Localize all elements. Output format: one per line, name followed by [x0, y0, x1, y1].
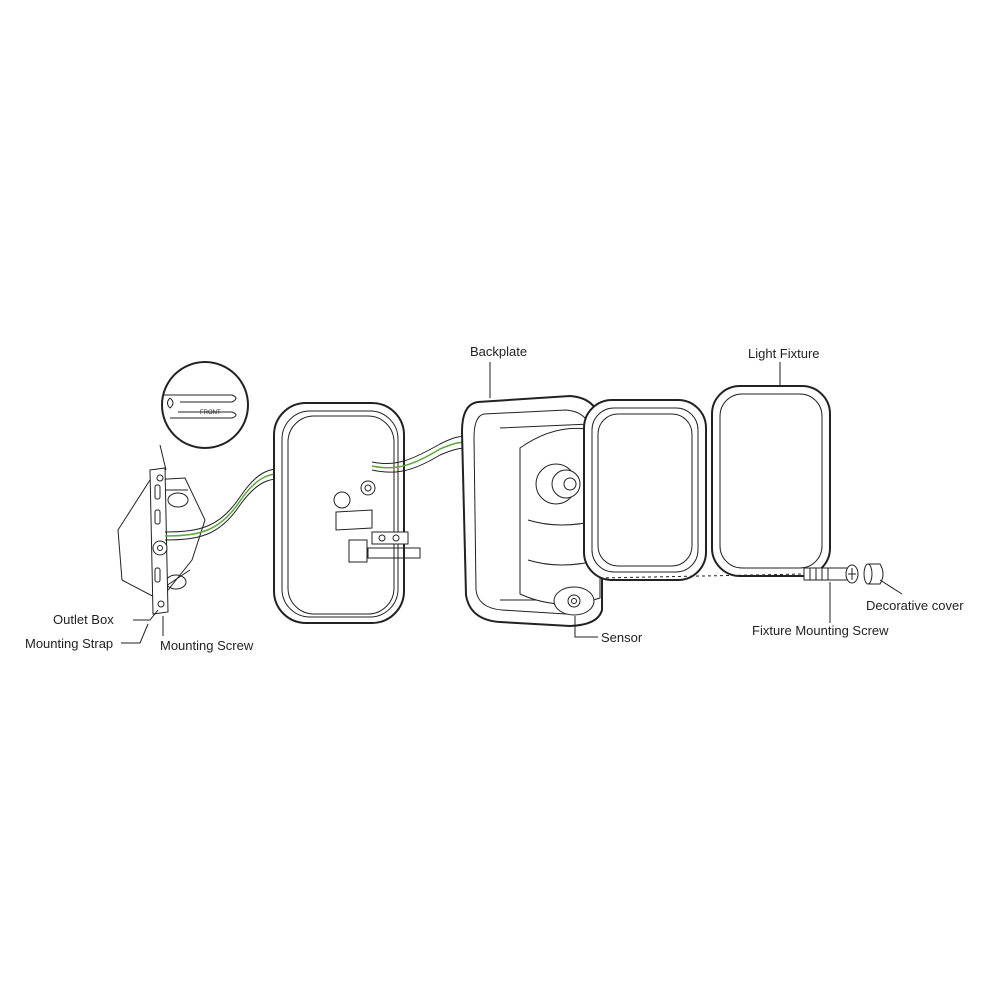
label-outlet-box: Outlet Box	[53, 612, 114, 627]
light-head-left	[583, 399, 707, 581]
label-sensor: Sensor	[601, 630, 643, 645]
label-decorative-cover: Decorative cover	[866, 598, 964, 613]
label-light-fixture: Light Fixture	[748, 346, 820, 361]
label-fixture-mounting-screw: Fixture Mounting Screw	[752, 623, 889, 638]
mounting-strap	[149, 467, 169, 615]
sensor	[553, 586, 595, 616]
fixture-mounting-screw	[803, 564, 859, 584]
leader-lines	[121, 362, 903, 644]
mounting-screw	[156, 474, 165, 608]
label-mounting-strap: Mounting Strap	[25, 636, 113, 651]
decorative-cover	[863, 563, 884, 585]
label-backplate: Backplate	[470, 344, 527, 359]
wire-connectors	[333, 435, 469, 563]
swivel-mount	[519, 427, 601, 605]
label-mounting-screw: Mounting Screw	[160, 638, 254, 653]
light-fixture	[711, 385, 831, 577]
strap-detail-callout: FRONT	[159, 361, 249, 471]
front-stamp-label: FRONT	[200, 410, 221, 416]
